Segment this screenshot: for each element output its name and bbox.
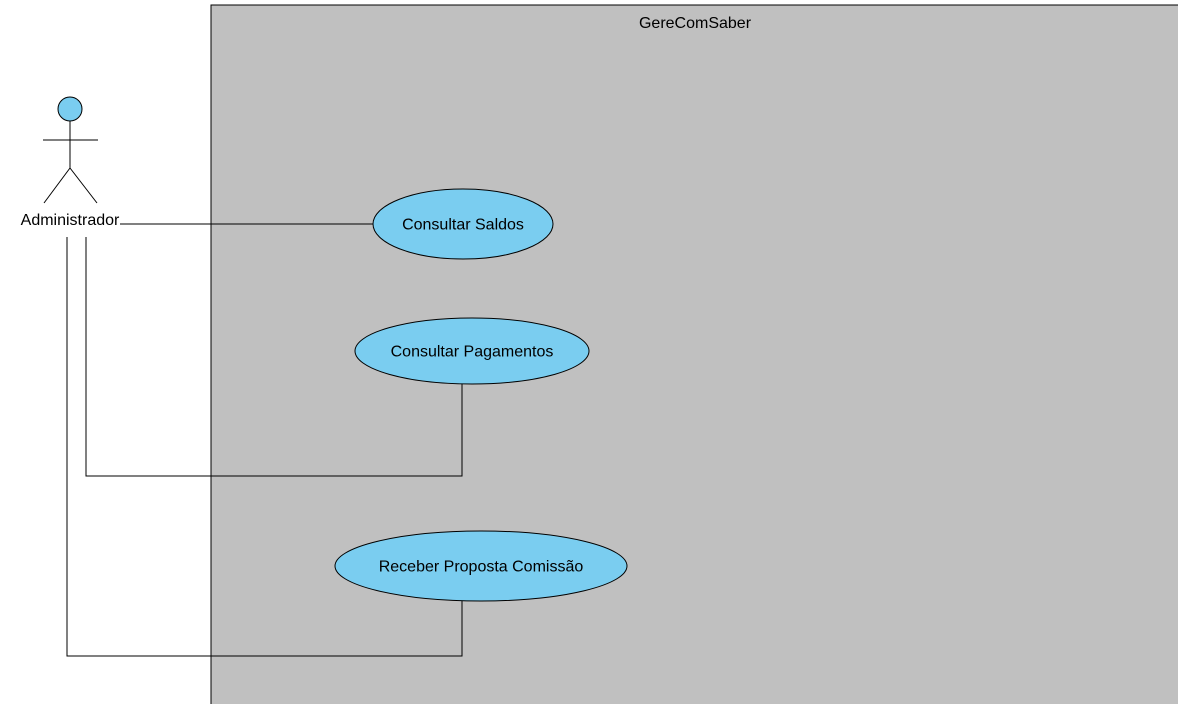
actor-label: Administrador (21, 212, 120, 229)
use-case-ellipse (334, 530, 628, 602)
associations (66, 223, 463, 657)
use-case-label: Consultar Pagamentos (391, 344, 554, 361)
actor-head (57, 96, 83, 122)
system-boundary-title: GereComSaber (639, 15, 752, 32)
use-case-ellipse (372, 188, 554, 260)
association-consultar-pagamentos[interactable] (85, 237, 463, 477)
use-case-consultar-pagamentos[interactable]: Consultar Pagamentos (354, 317, 590, 385)
stick-figure-icon (43, 96, 98, 204)
use-case-label: Consultar Saldos (402, 217, 524, 234)
use-case-receber-proposta-comissao[interactable]: Receber Proposta Comissão (334, 530, 628, 602)
actor-administrador[interactable]: Administrador (21, 96, 120, 229)
actor-right-leg (69, 167, 98, 204)
use-case-label: Receber Proposta Comissão (379, 559, 584, 576)
use-case-consultar-saldos[interactable]: Consultar Saldos (372, 188, 554, 260)
association-receber-proposta-comissao[interactable] (66, 237, 463, 657)
use-case-ellipse (354, 317, 590, 385)
actor-left-leg (43, 167, 71, 204)
